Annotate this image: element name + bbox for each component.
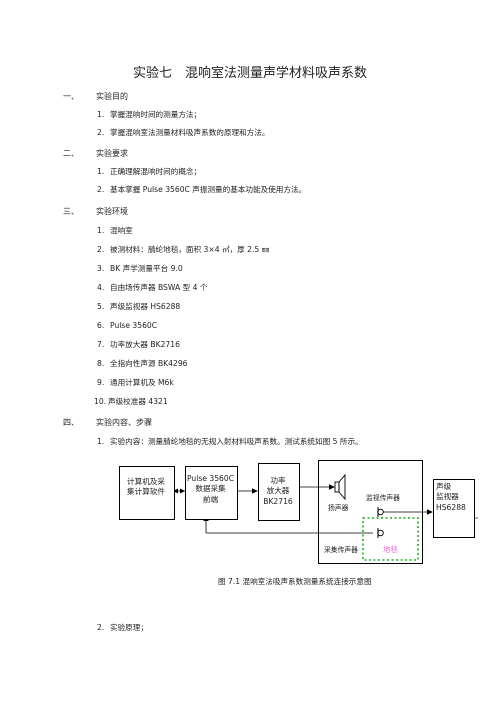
reverberation-room bbox=[318, 460, 423, 564]
list-item: 功率放大器 BK2716 bbox=[110, 340, 180, 349]
list-item-number: 6. bbox=[97, 321, 105, 330]
level-meter-label: 声级 监视器 HS6288 bbox=[436, 482, 466, 512]
list-item: 自由场传声器 BSWA 型 4 个 bbox=[110, 283, 208, 292]
section-2-number: 二、 bbox=[63, 149, 79, 158]
computer-box bbox=[119, 466, 175, 520]
figure-caption: 图 7.1 混响室法吸声系数测量系统连接示意图 bbox=[218, 577, 372, 586]
pulse-box bbox=[185, 466, 238, 520]
carpet-label: 地毯 bbox=[383, 545, 398, 554]
pulse-label: Pulse 3560C 数据采集 前端 bbox=[186, 474, 235, 504]
list-item-number: 2. bbox=[97, 623, 105, 632]
list-item-number: 2. bbox=[97, 128, 105, 137]
speaker-label: 扬声器 bbox=[328, 504, 349, 512]
list-item: 通用计算机及 M6k bbox=[110, 378, 174, 387]
list-item-number: 4. bbox=[97, 283, 105, 292]
list-item-number: 9. bbox=[97, 378, 105, 387]
list-item-number: 2. bbox=[97, 245, 105, 254]
list-item-number: 1. bbox=[97, 110, 105, 119]
list-item: Pulse 3560C bbox=[110, 321, 158, 330]
list-item-number: 1. bbox=[97, 437, 105, 446]
capture-mic-icon bbox=[377, 529, 384, 537]
list-item: 声级监视器 HS6288 bbox=[110, 302, 181, 311]
list-item: BK 声学测量平台 9.0 bbox=[110, 264, 183, 273]
list-item: 全指向性声源 BK4296 bbox=[110, 359, 188, 368]
computer-label: 计算机及采 集计算软件 bbox=[127, 477, 165, 497]
list-item: 实验内容：测量腈纶地毯的无规入射材料吸声系数。测试系统如图 5 所示。 bbox=[110, 437, 363, 446]
list-item-number: 1. bbox=[97, 167, 105, 176]
list-item: 基本掌握 Pulse 3560C 声振测量的基本功能及使用方法。 bbox=[110, 185, 307, 194]
list-item-number: 7. bbox=[97, 340, 105, 349]
section-2-title: 实验要求 bbox=[96, 149, 128, 158]
section-1-number: 一、 bbox=[63, 92, 79, 101]
section-3-number: 三、 bbox=[63, 207, 79, 216]
list-item: 声级校准器 4321 bbox=[108, 397, 168, 406]
list-item-number: 5. bbox=[97, 302, 105, 311]
list-item: 被测材料：腈纶地毯，面积 3×4 ㎡，厚 2.5 ㎜ bbox=[110, 245, 270, 254]
list-item-number: 8. bbox=[97, 359, 105, 368]
capture-mic-label: 采集传声器 bbox=[324, 546, 358, 554]
list-item: 掌握混响室法测量材料吸声系数的原理和方法。 bbox=[110, 128, 270, 137]
monitor-mic-label: 监视传声器 bbox=[366, 494, 400, 502]
list-item-number: 1. bbox=[97, 226, 105, 235]
section-1-title: 实验目的 bbox=[96, 92, 128, 101]
list-item: 实验原理； bbox=[110, 623, 148, 632]
carpet-region bbox=[362, 517, 419, 561]
list-item-number: 2. bbox=[97, 185, 105, 194]
amplifier-label: 功率 放大器 BK2716 bbox=[263, 476, 293, 506]
list-item-number: 10. bbox=[94, 397, 107, 406]
level-meter-box bbox=[433, 479, 475, 538]
list-item-number: 3. bbox=[97, 264, 105, 273]
section-4-title: 实验内容、步骤 bbox=[96, 418, 152, 427]
list-item: 正确理解混响时间的概念； bbox=[110, 167, 202, 176]
section-4-number: 四、 bbox=[63, 418, 79, 427]
list-item: 掌握混响时间的测量方法； bbox=[110, 110, 202, 119]
monitor-mic-icon bbox=[377, 508, 384, 516]
section-3-title: 实验环境 bbox=[96, 207, 128, 216]
page-title: 实验七 混响室法测量声学材料吸声系数 bbox=[133, 66, 368, 81]
list-item: 混响室 bbox=[110, 226, 133, 235]
amplifier-box bbox=[258, 463, 300, 521]
